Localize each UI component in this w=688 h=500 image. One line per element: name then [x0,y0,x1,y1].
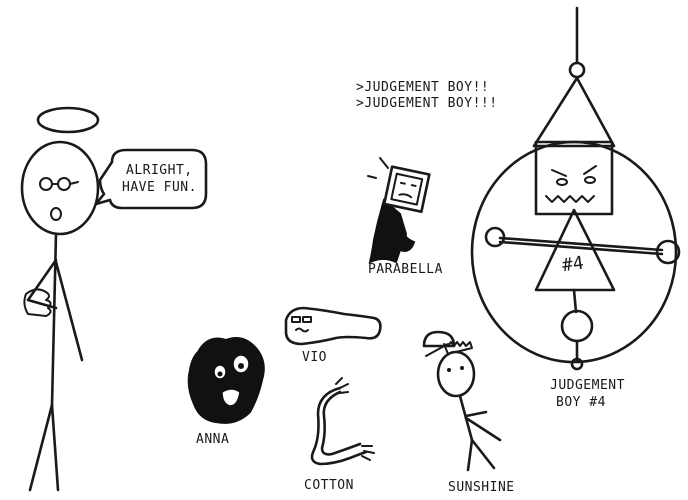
parabella-antenna-2 [367,175,377,179]
vio-face [291,316,312,333]
hand-icon [23,288,52,317]
sunshine-visor [443,341,473,355]
left-hand-ball [484,226,506,248]
right-hand-ball [655,239,681,265]
parabella-character [367,157,431,264]
anna-character [187,337,265,424]
glasses-icon [39,177,79,191]
label-parabella: PARABELLA [368,262,443,277]
head [20,140,100,236]
sunshine-character [422,330,502,472]
parabella-head [382,165,431,214]
hat [532,76,616,148]
top-knob [568,61,586,79]
cotton-body [310,386,368,466]
label-judgement-boy-line-1: JUDGEMENT [550,378,625,393]
cotton-fringe-top [335,377,349,394]
bottom-knob [570,357,584,371]
speech-bubble-line-2: HAVE FUN. [122,180,197,195]
label-sunshine: SUNSHINE [448,480,515,495]
sunshine-head [436,350,476,398]
halo-stick-figure [20,106,208,492]
vio-character [284,306,382,346]
shout-line-2: >JUDGEMENT BOY!!! [356,96,498,111]
label-vio: VIO [302,350,327,365]
cotton-fringe-bottom [361,445,375,461]
speech-bubble-line-1: ALRIGHT, [126,163,193,178]
anna-mouth [221,388,241,407]
sunshine-cap [422,330,456,348]
parabella-antenna [379,157,389,169]
angry-brow-left [551,169,567,177]
speech-bubble [94,148,208,210]
label-cotton: COTTON [304,478,354,493]
jagged-mouth [545,195,595,203]
arm-bar [498,236,664,252]
halo [36,106,100,134]
shout-line-1: >JUDGEMENT BOY!! [356,80,490,95]
label-anna: ANNA [196,432,230,447]
left-leg [28,403,54,492]
right-arm [54,260,84,362]
parabella-cloak [368,198,416,264]
anna-body [187,337,265,424]
cotton-character [310,377,375,466]
mouth [50,207,62,221]
badge-text: #4 [561,252,585,276]
bottom-ball [560,309,594,343]
angry-brow-right [583,165,597,175]
judgement-boy-head [534,140,614,216]
judgement-boy-character: #4 [470,6,681,371]
vio-body [284,306,382,346]
right-leg [50,403,60,492]
label-judgement-boy-line-2: BOY #4 [556,395,606,410]
left-arm [26,258,58,310]
